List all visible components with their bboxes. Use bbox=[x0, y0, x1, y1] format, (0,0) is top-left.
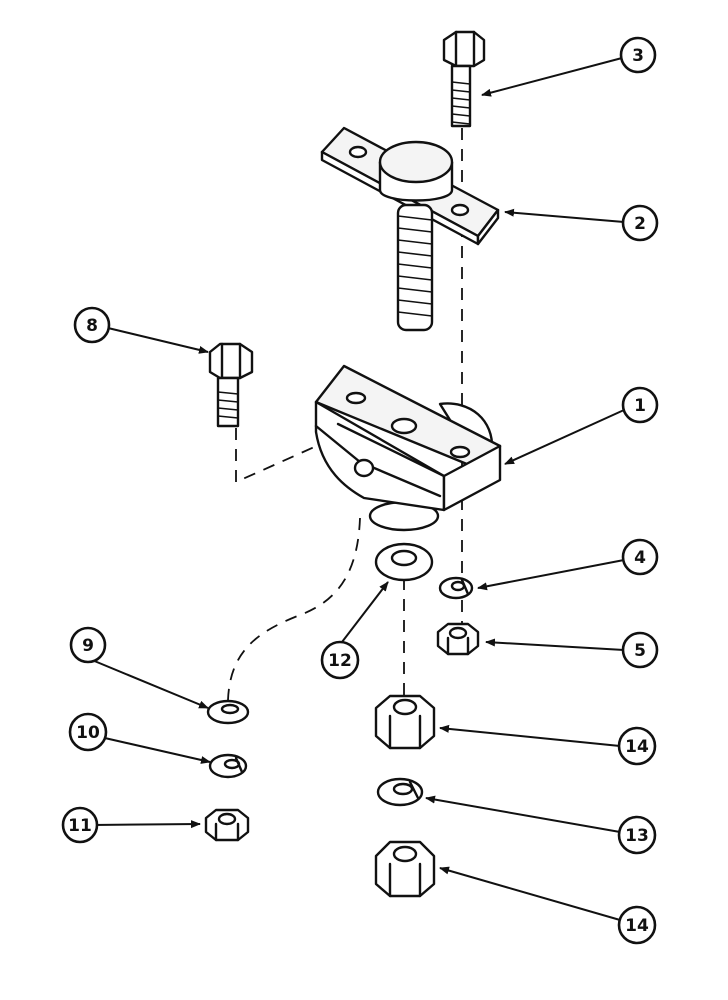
part-3-bolt bbox=[442, 30, 486, 128]
callout-label: 3 bbox=[632, 46, 644, 66]
callout-4: 4 bbox=[621, 538, 659, 576]
callout-label: 10 bbox=[76, 723, 100, 743]
callout-label: 13 bbox=[625, 826, 649, 846]
callout-label: 1 bbox=[634, 396, 646, 416]
callout-2: 2 bbox=[621, 204, 659, 242]
part-2-stud-plate bbox=[320, 126, 500, 332]
callout-label: 5 bbox=[634, 641, 646, 661]
callout-14-upper: 14 bbox=[617, 726, 657, 766]
callout-label: 8 bbox=[86, 316, 98, 336]
part-12-flat-washer bbox=[374, 542, 434, 582]
callout-label: 12 bbox=[328, 651, 352, 671]
part-10-lock-washer bbox=[208, 753, 248, 779]
callout-label: 9 bbox=[82, 636, 94, 656]
callout-5: 5 bbox=[621, 631, 659, 669]
part-1-mounting-bracket bbox=[314, 364, 502, 532]
part-14-nut-upper bbox=[374, 694, 436, 750]
part-11-nut bbox=[204, 808, 250, 842]
callout-label: 2 bbox=[634, 214, 646, 234]
callout-label: 14 bbox=[625, 916, 649, 936]
callout-label: 11 bbox=[68, 816, 92, 836]
callout-3: 3 bbox=[619, 36, 657, 74]
callout-9: 9 bbox=[69, 626, 107, 664]
callout-label: 14 bbox=[625, 737, 649, 757]
callout-14-lower: 14 bbox=[617, 905, 657, 945]
callout-label: 4 bbox=[634, 548, 646, 568]
callout-8: 8 bbox=[73, 306, 111, 344]
part-5-nut bbox=[436, 622, 480, 656]
callout-1: 1 bbox=[621, 386, 659, 424]
part-9-flat-washer bbox=[206, 699, 250, 725]
part-14-nut-lower bbox=[374, 840, 436, 898]
callout-10: 10 bbox=[68, 712, 108, 752]
callout-13: 13 bbox=[617, 815, 657, 855]
part-4-lock-washer bbox=[438, 576, 474, 600]
leader-lines bbox=[91, 57, 625, 921]
part-8-bolt bbox=[208, 342, 254, 428]
part-13-lock-washer bbox=[376, 777, 424, 807]
callout-11: 11 bbox=[61, 806, 99, 844]
callout-12: 12 bbox=[320, 640, 360, 680]
